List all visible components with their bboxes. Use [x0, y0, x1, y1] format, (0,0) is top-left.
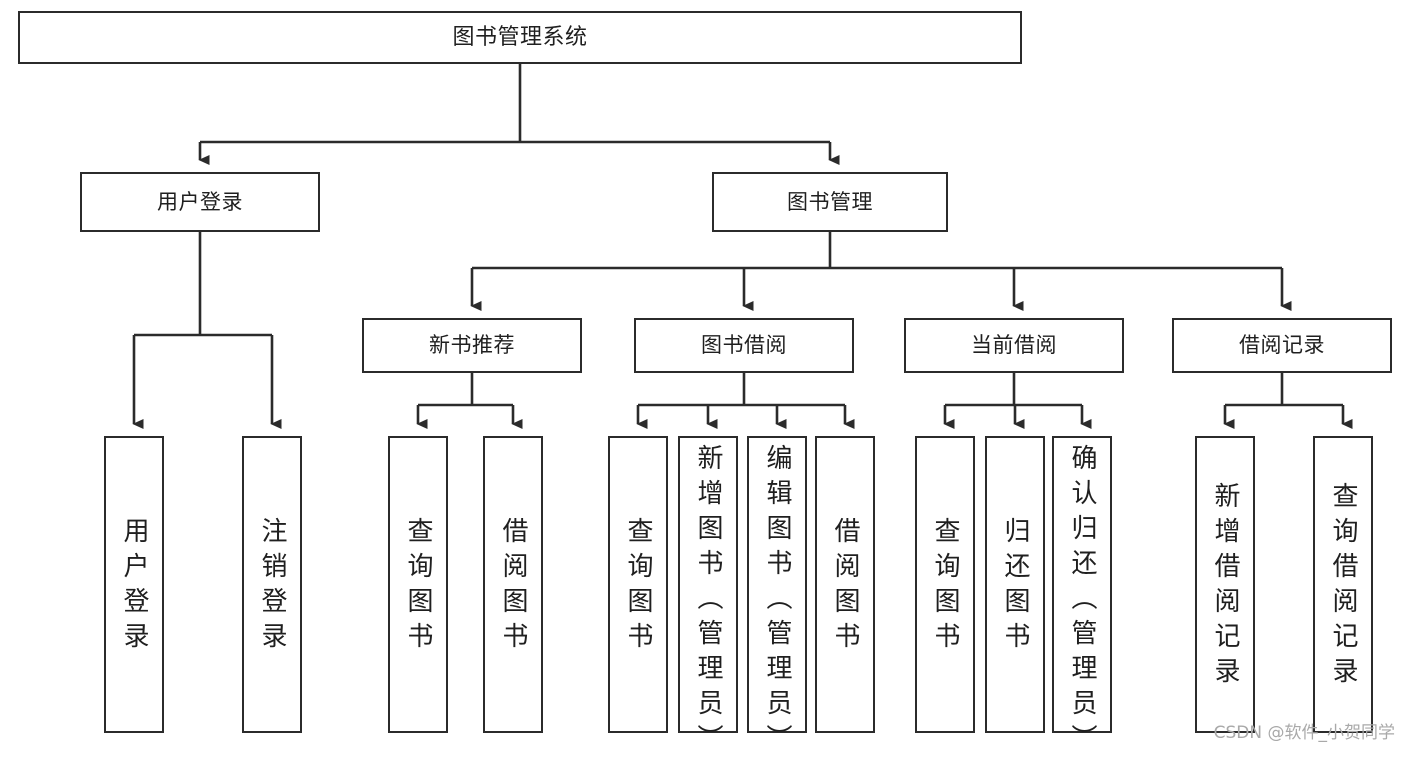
node-label: 图书借阅	[701, 333, 787, 357]
node-bookmgmt[interactable]: 图书管理	[712, 172, 948, 232]
node-l8[interactable]: 借阅图书	[815, 436, 875, 733]
node-label: 图书管理系统	[452, 24, 588, 50]
node-label: 当前借阅	[971, 333, 1057, 357]
node-l4[interactable]: 借阅图书	[483, 436, 543, 733]
node-label: 新增图书（管理员）	[693, 444, 723, 759]
node-label: 借阅图书	[498, 517, 528, 657]
node-label: 新书推荐	[429, 333, 515, 357]
node-l10[interactable]: 归还图书	[985, 436, 1045, 733]
node-root[interactable]: 图书管理系统	[18, 11, 1022, 64]
node-label: 新增借阅记录	[1210, 482, 1240, 692]
node-label: 查询图书	[623, 517, 653, 657]
node-l13[interactable]: 查询借阅记录	[1313, 436, 1373, 733]
node-label: 查询图书	[403, 517, 433, 657]
node-newbook[interactable]: 新书推荐	[362, 318, 582, 373]
node-label: 确认归还（管理员）	[1067, 444, 1097, 759]
node-label: 用户登录	[119, 517, 149, 657]
node-l6[interactable]: 新增图书（管理员）	[678, 436, 738, 759]
watermark: CSDN @软件_小贺同学	[1213, 723, 1395, 743]
node-l9[interactable]: 查询图书	[915, 436, 975, 733]
node-borrow[interactable]: 图书借阅	[634, 318, 854, 373]
node-label: 借阅记录	[1239, 333, 1325, 357]
node-label: 查询图书	[930, 517, 960, 657]
node-l12[interactable]: 新增借阅记录	[1195, 436, 1255, 733]
node-current[interactable]: 当前借阅	[904, 318, 1124, 373]
node-label: 借阅图书	[830, 517, 860, 657]
node-l11[interactable]: 确认归还（管理员）	[1052, 436, 1112, 759]
node-records[interactable]: 借阅记录	[1172, 318, 1392, 373]
node-label: 归还图书	[1000, 517, 1030, 657]
node-l2[interactable]: 注销登录	[242, 436, 302, 733]
node-label: 注销登录	[257, 517, 287, 657]
node-l7[interactable]: 编辑图书（管理员）	[747, 436, 807, 759]
node-l1[interactable]: 用户登录	[104, 436, 164, 733]
node-login[interactable]: 用户登录	[80, 172, 320, 232]
node-l3[interactable]: 查询图书	[388, 436, 448, 733]
node-label: 用户登录	[157, 189, 243, 214]
node-l5[interactable]: 查询图书	[608, 436, 668, 733]
node-label: 图书管理	[787, 189, 873, 214]
node-label: 编辑图书（管理员）	[762, 444, 792, 759]
node-label: 查询借阅记录	[1328, 482, 1358, 692]
